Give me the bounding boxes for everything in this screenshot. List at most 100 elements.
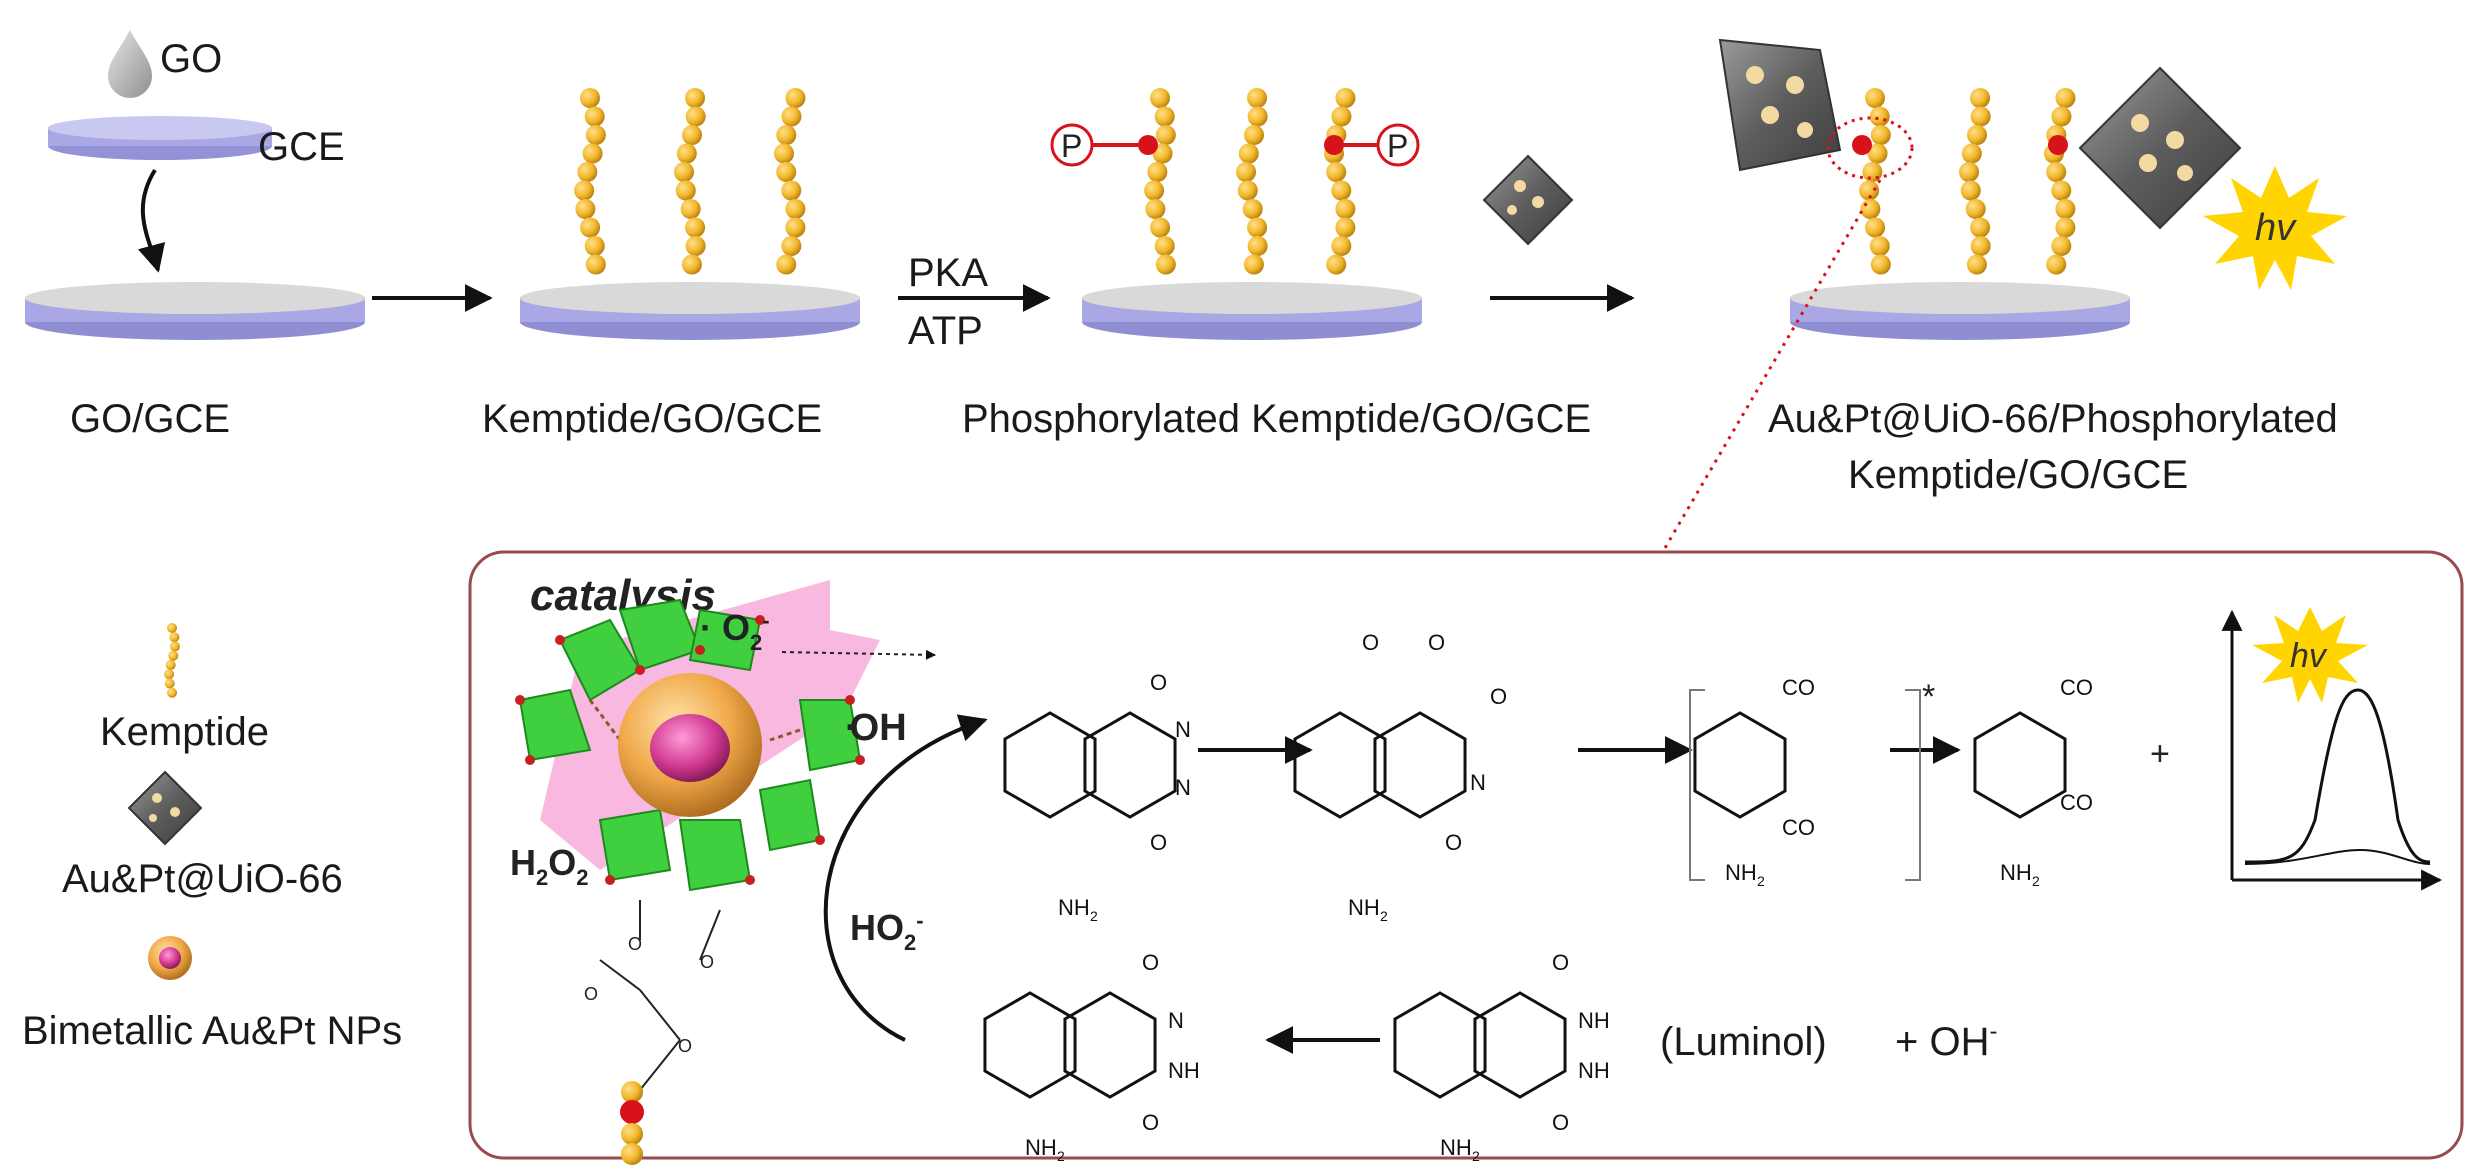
svg-text:N: N: [1175, 775, 1191, 800]
kemptide-bead: [585, 125, 606, 145]
kemptide-bead: [1152, 143, 1173, 164]
svg-text:O: O: [700, 952, 714, 972]
svg-text:2: 2: [2032, 873, 2040, 889]
kemptide-bead: [682, 125, 703, 145]
svg-text:O: O: [584, 984, 598, 1004]
svg-text:2: 2: [1090, 908, 1098, 924]
luminol-label: (Luminol): [1660, 1020, 1827, 1064]
kemptide-bead: [1959, 162, 1980, 182]
svg-text:O: O: [1150, 670, 1167, 695]
kemptide-bead: [1331, 180, 1352, 201]
kemptide-bead: [1970, 217, 1991, 238]
excited-star: *: [1922, 678, 1935, 716]
kemptide-bead: [1960, 180, 1981, 201]
kemptide-bead: [776, 254, 797, 275]
hv-starburst-top: hv: [2203, 166, 2347, 290]
svg-text:O: O: [1150, 830, 1167, 855]
phosphorylated-chains: [1144, 88, 1356, 275]
kemptide-bead: [1961, 143, 1982, 164]
svg-text:CO: CO: [1782, 675, 1815, 700]
arrow-atp-label: ATP: [908, 309, 983, 353]
mof-crystal-left: [1718, 38, 1842, 172]
kemptide-bead: [169, 632, 180, 643]
hv-starburst-panel: hv: [2252, 607, 2368, 703]
go-droplet-icon: [108, 30, 152, 98]
kemptide-bead: [1970, 106, 1991, 127]
kemptide-bead: [1145, 199, 1166, 219]
kemptide-bead: [1150, 88, 1170, 108]
kemptide-bead: [1335, 217, 1356, 238]
phospho-site-right: [2048, 135, 2068, 155]
mof-cluster: [515, 598, 865, 892]
kemptide-bead: [584, 106, 605, 127]
kemptide-bead: [1247, 236, 1268, 256]
kemptide-bead: [1970, 236, 1991, 256]
legend-mof-icon: [127, 770, 203, 846]
svg-text:NH: NH: [1168, 1058, 1200, 1083]
svg-text:O: O: [1445, 830, 1462, 855]
kemptide-bead: [1970, 88, 1991, 108]
kemptide-bead: [584, 236, 605, 256]
kemptide-bead: [776, 125, 797, 145]
kemptide-bead: [781, 106, 802, 127]
kemptide-bead: [776, 162, 797, 182]
electrode-final: [1790, 282, 2130, 340]
gce-label: GCE: [258, 125, 345, 169]
kemptide-bead: [1865, 88, 1885, 108]
benzene-ring: [1393, 991, 1487, 1099]
mof-octahedron-icon: [1482, 154, 1574, 246]
kemptide-bead: [1155, 254, 1176, 275]
kemptide-bead: [685, 88, 706, 108]
kemptide-bead: [1155, 125, 1176, 145]
go-drop-label: GO: [160, 37, 222, 81]
benzene-ring: [1973, 711, 2067, 819]
benzene-ring: [1693, 711, 1787, 819]
phosphate-group-right: P: [1324, 123, 1420, 167]
kemptide-bead: [2055, 199, 2076, 219]
benzene-ring: [1003, 711, 1097, 819]
phosphate-group-left: P: [1050, 123, 1158, 167]
kemptide-bead: [785, 199, 806, 219]
benzene-ring: [1083, 711, 1177, 819]
kemptide-bead: [685, 217, 706, 238]
benzene-ring: [1063, 991, 1157, 1099]
hv-label: hv: [2255, 207, 2297, 249]
legend-kemptide-label: Kemptide: [100, 710, 269, 754]
kemptide-bead: [1150, 217, 1171, 238]
bracket-right: [1905, 689, 1921, 881]
kemptide-chains: [574, 88, 806, 275]
svg-text:N: N: [1175, 717, 1191, 742]
kemptide-bead: [167, 687, 178, 698]
kemptide-bead: [1965, 199, 1986, 219]
kemptide-bead: [1331, 236, 1352, 256]
kemptide-bead: [2055, 217, 2076, 238]
kemptide-bead: [1326, 162, 1347, 182]
step-4-label-line1: Au&Pt@UiO-66/Phosphorylated: [1768, 397, 2338, 441]
kemptide-bead: [1244, 125, 1265, 145]
kemptide-bead: [1967, 125, 1988, 145]
zoom-circle: [1826, 116, 1914, 180]
svg-text:NH: NH: [1348, 895, 1380, 920]
kemptide-bead: [1862, 162, 1883, 182]
kemptide-bead: [580, 88, 600, 108]
kemptide-bead: [785, 88, 806, 108]
svg-text:O: O: [628, 934, 642, 954]
svg-text:NH: NH: [1058, 895, 1090, 920]
svg-text:CO: CO: [1782, 815, 1815, 840]
legend-nps-icon: [148, 936, 192, 980]
kemptide-bead: [1870, 254, 1891, 275]
svg-text:CO: CO: [2060, 675, 2093, 700]
kemptide-bead: [585, 254, 606, 275]
step-1-label: GO/GCE: [70, 397, 230, 441]
svg-text:O: O: [1490, 684, 1507, 709]
kemptide-bead: [164, 669, 175, 680]
benzene-ring: [1293, 711, 1387, 819]
kemptide-bead: [1870, 125, 1891, 145]
kemptide-bead: [168, 650, 179, 661]
svg-text:N: N: [1470, 770, 1486, 795]
kemptide-bead: [676, 143, 697, 164]
svg-text:2: 2: [1380, 908, 1388, 924]
kemptide-bead: [1147, 162, 1168, 182]
